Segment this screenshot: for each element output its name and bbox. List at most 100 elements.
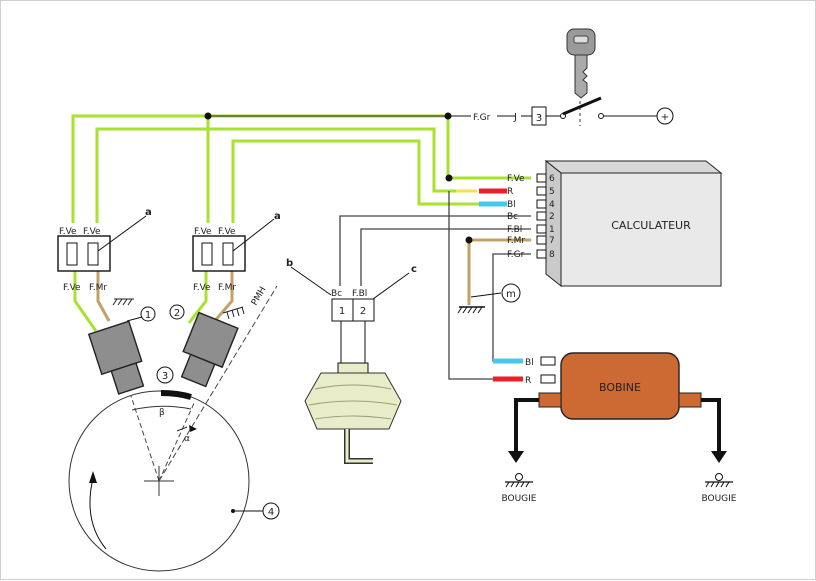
angle-arc-beta xyxy=(131,405,192,411)
hv-lead-left xyxy=(514,398,539,453)
capsule-texture xyxy=(308,384,398,420)
coil-terminal xyxy=(540,374,556,384)
connector-label-bot-right: F.Mr xyxy=(89,283,107,293)
calc-pin-label: R xyxy=(507,187,513,197)
connector-tag-line xyxy=(232,218,275,252)
ground-label: m xyxy=(506,289,516,300)
connector-label-top-right: F.Ve xyxy=(218,227,236,237)
pmh-line xyxy=(158,285,278,482)
calc-pin-terminal xyxy=(536,235,547,245)
calc-pin-number: 5 xyxy=(549,187,555,197)
rotation-arrow-arc xyxy=(89,477,107,550)
connector-housing xyxy=(57,235,111,272)
junction-dot xyxy=(204,112,212,120)
flywheel-outline xyxy=(68,390,250,572)
coil-pin-label-2: R xyxy=(525,376,531,386)
alpha-arrow xyxy=(189,425,197,432)
ignition-coil: Bl R BOBINE xyxy=(493,352,727,463)
coil-body xyxy=(560,352,680,420)
calc-pin-label: F.Bl xyxy=(507,225,522,235)
calc-pin-number: 8 xyxy=(549,250,555,260)
connector-tag: a xyxy=(274,211,281,222)
sensor-2: 2 xyxy=(169,304,239,388)
connector-pin xyxy=(87,242,99,266)
calc-pin-terminal xyxy=(536,186,547,196)
sensor-connector-1: F.Ve F.Ve F.Ve F.Mr a xyxy=(57,207,152,293)
hv-arrow-right xyxy=(711,451,727,463)
ignition-switch: 3 F.Gr J + xyxy=(473,96,674,126)
brown-wire-sensor1 xyxy=(96,271,111,322)
spark-plug-right: BOUGIE xyxy=(701,473,737,504)
target-number-badge xyxy=(156,366,174,384)
capsule-pin-right: 2 xyxy=(360,306,366,317)
connector-label-bot-left: F.Ve xyxy=(193,283,211,293)
connector-tag: a xyxy=(145,207,152,218)
calc-pin-number: 2 xyxy=(549,212,555,222)
target-number: 3 xyxy=(162,371,168,382)
coil-title: BOBINE xyxy=(599,381,641,394)
calc-pin-number: 6 xyxy=(549,174,555,184)
calc-front xyxy=(560,172,722,287)
calc-pin-number: 4 xyxy=(549,200,555,210)
angle-arc-alpha xyxy=(176,426,188,432)
grey-wires xyxy=(208,115,657,380)
capsule-label-left: Bc xyxy=(331,289,342,299)
sensor-1: 1 xyxy=(87,306,156,395)
connector-label-top-left: F.Ve xyxy=(59,227,77,237)
capsule-pin-left: 1 xyxy=(339,306,345,317)
flywheel-target xyxy=(160,390,192,400)
green-wire-sensor1-bottom xyxy=(73,271,98,332)
plug-label: BOUGIE xyxy=(701,494,736,504)
green-wire-inner xyxy=(231,139,479,223)
connector-pin xyxy=(66,242,78,266)
calc-pin-label: F.Gr xyxy=(507,250,525,260)
ignition-key xyxy=(566,28,596,126)
sensor-number-badge xyxy=(169,304,185,320)
capsule-stem xyxy=(340,320,366,367)
switch-terminal-number: 3 xyxy=(536,113,542,124)
calc-3d-top xyxy=(544,160,723,174)
calc-pin-label: F.Mr xyxy=(507,236,525,246)
capsule-outlet-inner xyxy=(345,429,373,463)
capsule-tag-c: c xyxy=(411,264,417,275)
hv-lead-right xyxy=(701,398,721,453)
wire-fbl xyxy=(360,228,531,286)
capsule-collar xyxy=(337,362,369,374)
hv-arrow-left xyxy=(508,451,524,463)
sensor-tip xyxy=(180,353,216,388)
sensor-connector-2: F.Ve F.Ve F.Ve F.Mr a xyxy=(192,211,281,293)
flywheel: 4 3 PMH β α xyxy=(68,285,280,572)
brown-wires xyxy=(96,238,531,324)
flywheel-dash-sensor2 xyxy=(158,400,196,482)
flywheel-dash-sensor1 xyxy=(130,395,160,482)
sensor-mount-hatching xyxy=(112,298,245,320)
wheel-number: 4 xyxy=(268,507,274,518)
connector-pin xyxy=(222,242,234,266)
green-wire-harness xyxy=(71,114,531,332)
calc-pin-terminal xyxy=(536,249,547,259)
coil-pin-label-1: Bl xyxy=(525,358,534,368)
battery-positive-symbol: + xyxy=(661,112,669,123)
battery-positive-terminal xyxy=(656,107,674,125)
beta-label: β xyxy=(159,408,165,418)
vacuum-capsule: 1 2 Bc F.Bl b c xyxy=(286,258,417,464)
capsule-tag-b: b xyxy=(286,258,293,269)
calc-pin-number: 7 xyxy=(549,236,555,246)
calc-pin-terminal xyxy=(536,199,547,209)
plug-ground-circle xyxy=(715,473,723,481)
calc-pin-label: Bl xyxy=(507,200,516,210)
sensor-number: 1 xyxy=(145,310,151,321)
switch-contact-right xyxy=(598,113,604,119)
switch-lever xyxy=(562,96,602,116)
calc-pin-number: 1 xyxy=(549,225,555,235)
calc-pin-label: Bc xyxy=(507,212,518,222)
sensor-number: 2 xyxy=(174,308,180,319)
wire-r-coil xyxy=(448,191,501,380)
coil-hv-left xyxy=(538,392,562,408)
key-slot xyxy=(573,35,589,44)
calc-pin-terminal xyxy=(536,211,547,221)
sensor-number-badge xyxy=(140,306,156,322)
ground-badge xyxy=(501,283,521,303)
